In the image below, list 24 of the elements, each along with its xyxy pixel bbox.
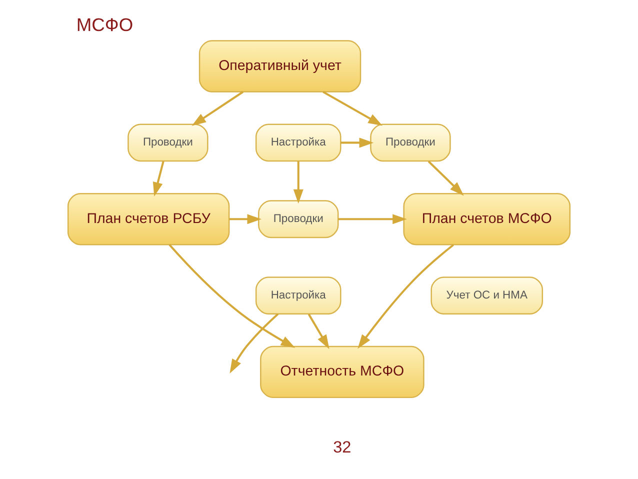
node-box: Настройка	[255, 276, 342, 314]
node-box: Проводки	[258, 200, 339, 238]
node-box: Учет ОС и НМА	[430, 276, 544, 314]
node-box: Проводки	[370, 124, 451, 162]
arrow	[293, 161, 304, 204]
label: 32	[333, 438, 352, 456]
node-box: Настройка	[255, 124, 342, 162]
arrow	[229, 214, 262, 224]
arrow	[322, 90, 382, 126]
diagram-title: МСФО	[76, 14, 134, 36]
arrow	[152, 161, 164, 197]
node-box: Отчетность МСФО	[260, 346, 424, 398]
node-box: План счетов РСБУ	[67, 193, 230, 246]
node-box: Оперативный учет	[198, 40, 362, 92]
arrow	[168, 244, 296, 348]
node-box: Проводки	[128, 124, 208, 162]
node-box: План счетов МСФО	[403, 193, 571, 246]
arrow	[428, 160, 464, 196]
arrow	[338, 214, 407, 224]
arrow	[308, 314, 330, 350]
arrow	[192, 91, 244, 126]
arrow	[358, 244, 454, 349]
arrow	[230, 313, 279, 374]
arrow	[340, 138, 374, 148]
